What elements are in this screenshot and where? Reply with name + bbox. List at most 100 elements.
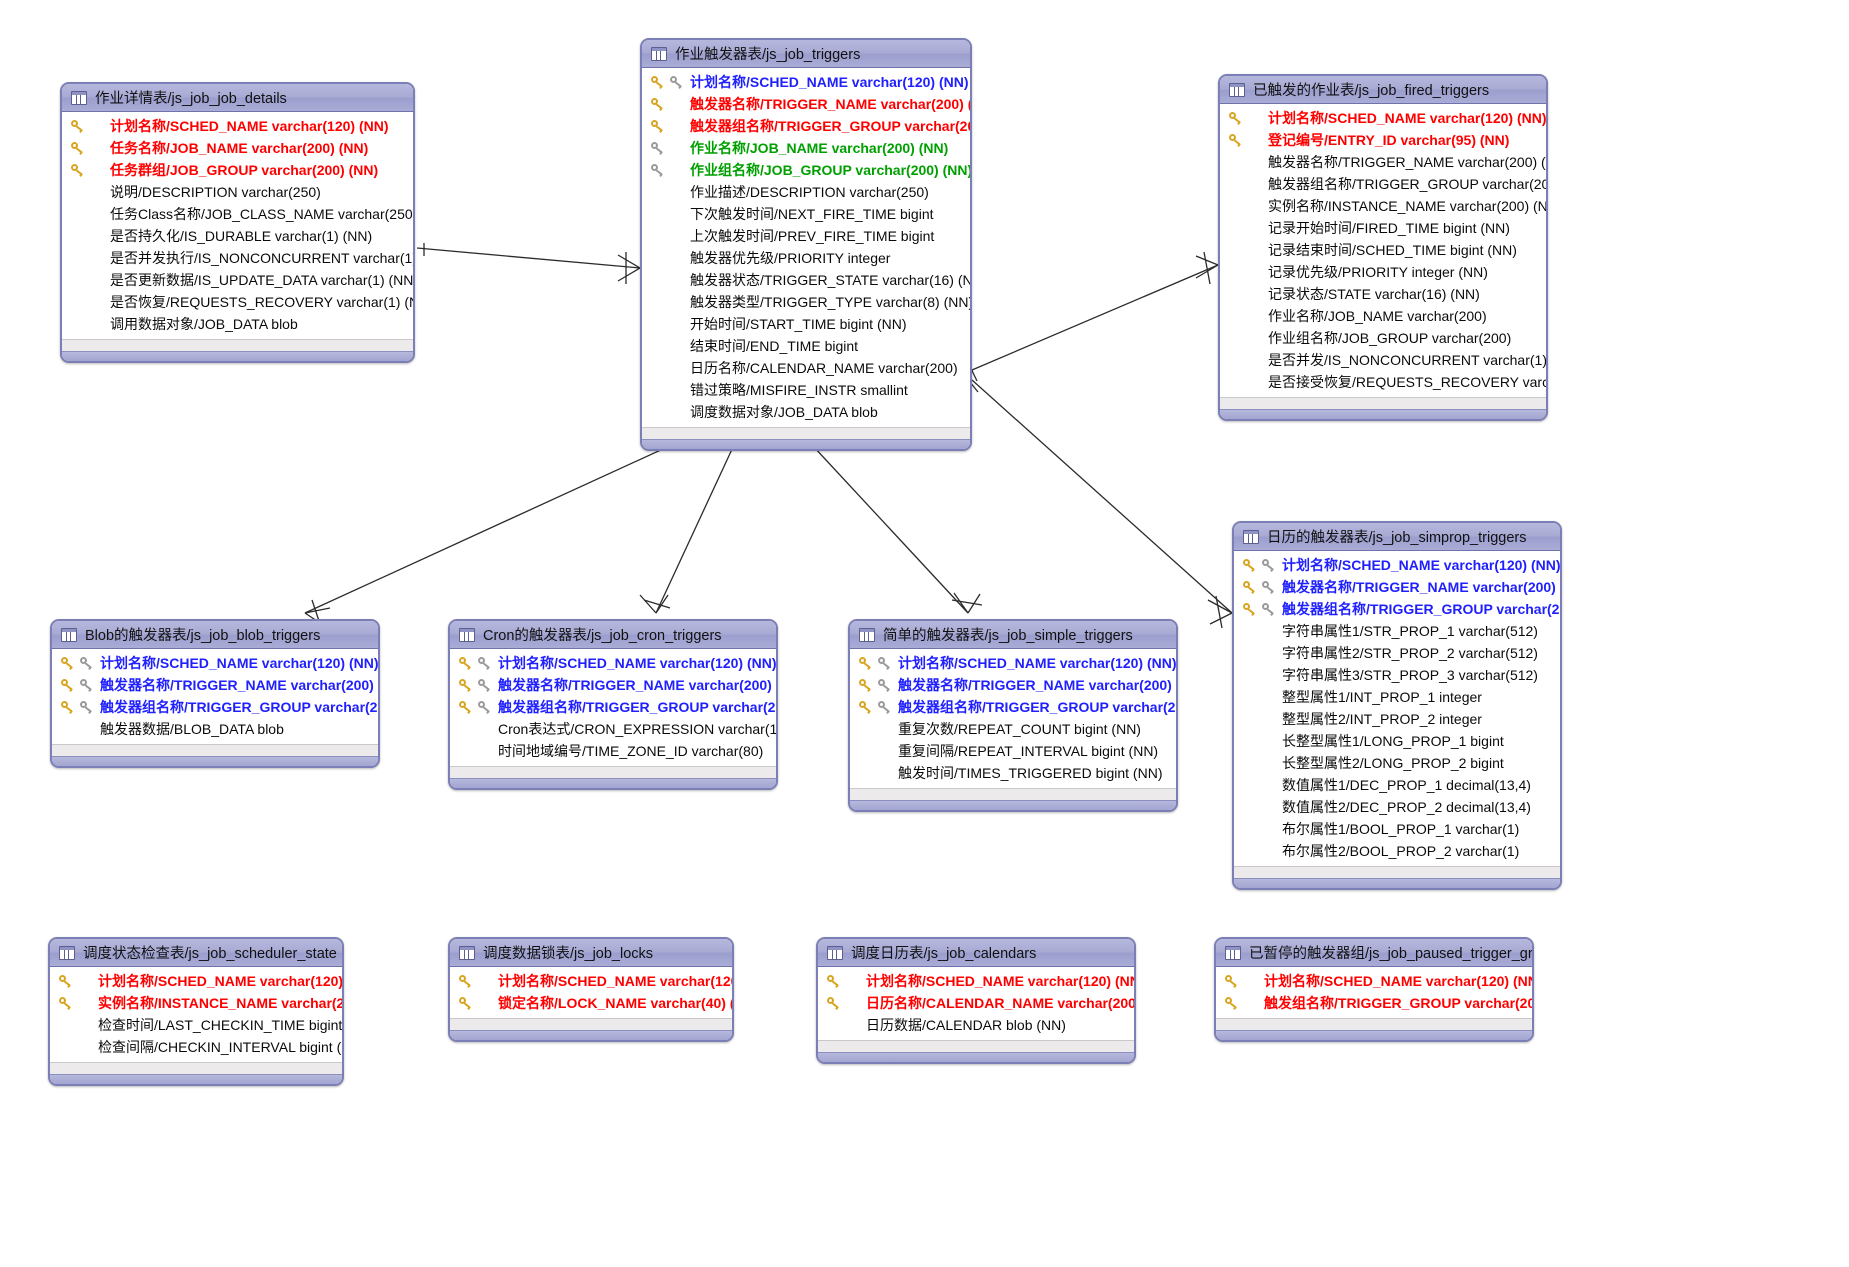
attribute-row[interactable]: 布尔属性2/BOOL_PROP_2 varchar(1): [1234, 840, 1560, 862]
attribute-row[interactable]: 长整型属性2/LONG_PROP_2 bigint: [1234, 752, 1560, 774]
attribute-row[interactable]: 布尔属性1/BOOL_PROP_1 varchar(1): [1234, 818, 1560, 840]
attribute-row[interactable]: 触发器状态/TRIGGER_STATE varchar(16) (NN): [642, 269, 970, 291]
entity-header-blob_triggers[interactable]: Blob的触发器表/js_job_blob_triggers: [52, 621, 378, 649]
attribute-row[interactable]: 触发器名称/TRIGGER_NAME varchar(200) (NN): [850, 674, 1176, 696]
attribute-row[interactable]: 记录结束时间/SCHED_TIME bigint (NN): [1220, 239, 1546, 261]
attribute-row[interactable]: 触发器名称/TRIGGER_NAME varchar(200) (NN): [52, 674, 378, 696]
entity-header-job_details[interactable]: 作业详情表/js_job_job_details: [62, 84, 413, 112]
attribute-row[interactable]: 登记编号/ENTRY_ID varchar(95) (NN): [1220, 129, 1546, 151]
attribute-row[interactable]: 是否恢复/REQUESTS_RECOVERY varchar(1) (NN): [62, 291, 413, 313]
entity-job_details[interactable]: 作业详情表/js_job_job_details 计划名称/SCHED_NAME …: [60, 82, 415, 363]
attribute-row[interactable]: Cron表达式/CRON_EXPRESSION varchar(120) (NN…: [450, 718, 776, 740]
entity-triggers[interactable]: 作业触发器表/js_job_triggers 计划名称/SCHED_NAME va…: [640, 38, 972, 451]
attribute-row[interactable]: 作业名称/JOB_NAME varchar(200) (NN): [642, 137, 970, 159]
attribute-row[interactable]: 计划名称/SCHED_NAME varchar(120) (NN): [818, 970, 1134, 992]
entity-header-fired_triggers[interactable]: 已触发的作业表/js_job_fired_triggers: [1220, 76, 1546, 104]
attribute-row[interactable]: 是否接受恢复/REQUESTS_RECOVERY varchar(1): [1220, 371, 1546, 393]
attribute-row[interactable]: 检查间隔/CHECKIN_INTERVAL bigint (NN): [50, 1036, 342, 1058]
attribute-row[interactable]: 计划名称/SCHED_NAME varchar(120) (NN): [52, 652, 378, 674]
entity-calendars[interactable]: 调度日历表/js_job_calendars 计划名称/SCHED_NAME va…: [816, 937, 1136, 1064]
entity-blob_triggers[interactable]: Blob的触发器表/js_job_blob_triggers 计划名称/SCHED…: [50, 619, 380, 768]
attribute-row[interactable]: 作业组名称/JOB_GROUP varchar(200) (NN): [642, 159, 970, 181]
attribute-row[interactable]: 是否并发/IS_NONCONCURRENT varchar(1): [1220, 349, 1546, 371]
entity-header-paused_trigger_grps[interactable]: 已暂停的触发器组/js_job_paused_trigger_grps: [1216, 939, 1532, 967]
attribute-row[interactable]: 作业组名称/JOB_GROUP varchar(200): [1220, 327, 1546, 349]
attribute-row[interactable]: 触发器名称/TRIGGER_NAME varchar(200) (NN): [1234, 576, 1560, 598]
attribute-row[interactable]: 计划名称/SCHED_NAME varchar(120) (NN): [450, 970, 732, 992]
attribute-row[interactable]: 计划名称/SCHED_NAME varchar(120) (NN): [50, 970, 342, 992]
attribute-row[interactable]: 计划名称/SCHED_NAME varchar(120) (NN): [450, 652, 776, 674]
attribute-row[interactable]: 计划名称/SCHED_NAME varchar(120) (NN): [1216, 970, 1532, 992]
attribute-row[interactable]: 记录开始时间/FIRED_TIME bigint (NN): [1220, 217, 1546, 239]
attribute-row[interactable]: 触发器组名称/TRIGGER_GROUP varchar(200) (NN): [450, 696, 776, 718]
attribute-row[interactable]: 整型属性1/INT_PROP_1 integer: [1234, 686, 1560, 708]
entity-header-scheduler_state[interactable]: 调度状态检查表/js_job_scheduler_state: [50, 939, 342, 967]
attribute-row[interactable]: 数值属性1/DEC_PROP_1 decimal(13,4): [1234, 774, 1560, 796]
attribute-row[interactable]: 触发器名称/TRIGGER_NAME varchar(200) (NN): [642, 93, 970, 115]
attribute-row[interactable]: 触发器组名称/TRIGGER_GROUP varchar(200) (NN): [642, 115, 970, 137]
entity-header-cron_triggers[interactable]: Cron的触发器表/js_job_cron_triggers: [450, 621, 776, 649]
attribute-row[interactable]: 计划名称/SCHED_NAME varchar(120) (NN): [62, 115, 413, 137]
attribute-row[interactable]: 任务名称/JOB_NAME varchar(200) (NN): [62, 137, 413, 159]
attribute-row[interactable]: 字符串属性3/STR_PROP_3 varchar(512): [1234, 664, 1560, 686]
attribute-row[interactable]: 下次触发时间/NEXT_FIRE_TIME bigint: [642, 203, 970, 225]
entity-locks[interactable]: 调度数据锁表/js_job_locks 计划名称/SCHED_NAME varch…: [448, 937, 734, 1042]
entity-header-calendars[interactable]: 调度日历表/js_job_calendars: [818, 939, 1134, 967]
attribute-row[interactable]: 实例名称/INSTANCE_NAME varchar(200) (NN): [1220, 195, 1546, 217]
attribute-row[interactable]: 数值属性2/DEC_PROP_2 decimal(13,4): [1234, 796, 1560, 818]
attribute-row[interactable]: 计划名称/SCHED_NAME varchar(120) (NN): [642, 71, 970, 93]
attribute-row[interactable]: 任务Class名称/JOB_CLASS_NAME varchar(250) (N…: [62, 203, 413, 225]
attribute-row[interactable]: 作业名称/JOB_NAME varchar(200): [1220, 305, 1546, 327]
attribute-row[interactable]: 作业描述/DESCRIPTION varchar(250): [642, 181, 970, 203]
attribute-row[interactable]: 开始时间/START_TIME bigint (NN): [642, 313, 970, 335]
attribute-row[interactable]: 计划名称/SCHED_NAME varchar(120) (NN): [850, 652, 1176, 674]
attribute-row[interactable]: 字符串属性1/STR_PROP_1 varchar(512): [1234, 620, 1560, 642]
entity-fired_triggers[interactable]: 已触发的作业表/js_job_fired_triggers 计划名称/SCHED_…: [1218, 74, 1548, 421]
entity-simprop_triggers[interactable]: 日历的触发器表/js_job_simprop_triggers 计划名称/SCHE…: [1232, 521, 1562, 890]
attribute-row[interactable]: 检查时间/LAST_CHECKIN_TIME bigint (NN): [50, 1014, 342, 1036]
entity-header-locks[interactable]: 调度数据锁表/js_job_locks: [450, 939, 732, 967]
attribute-row[interactable]: 触发器组名称/TRIGGER_GROUP varchar(200) (NN): [850, 696, 1176, 718]
entity-paused_trigger_grps[interactable]: 已暂停的触发器组/js_job_paused_trigger_grps 计划名称/…: [1214, 937, 1534, 1042]
attribute-row[interactable]: 调度数据对象/JOB_DATA blob: [642, 401, 970, 423]
attribute-row[interactable]: 是否并发执行/IS_NONCONCURRENT varchar(1) (NN): [62, 247, 413, 269]
attribute-row[interactable]: 锁定名称/LOCK_NAME varchar(40) (NN): [450, 992, 732, 1014]
attribute-row[interactable]: 触发器类型/TRIGGER_TYPE varchar(8) (NN): [642, 291, 970, 313]
attribute-row[interactable]: 是否持久化/IS_DURABLE varchar(1) (NN): [62, 225, 413, 247]
entity-header-triggers[interactable]: 作业触发器表/js_job_triggers: [642, 40, 970, 68]
attribute-row[interactable]: 触发时间/TIMES_TRIGGERED bigint (NN): [850, 762, 1176, 784]
attribute-row[interactable]: 错过策略/MISFIRE_INSTR smallint: [642, 379, 970, 401]
attribute-row[interactable]: 触发器优先级/PRIORITY integer: [642, 247, 970, 269]
attribute-row[interactable]: 计划名称/SCHED_NAME varchar(120) (NN): [1220, 107, 1546, 129]
attribute-row[interactable]: 日历名称/CALENDAR_NAME varchar(200): [642, 357, 970, 379]
attribute-row[interactable]: 时间地域编号/TIME_ZONE_ID varchar(80): [450, 740, 776, 762]
attribute-row[interactable]: 触发组名称/TRIGGER_GROUP varchar(200) (NN): [1216, 992, 1532, 1014]
attribute-row[interactable]: 上次触发时间/PREV_FIRE_TIME bigint: [642, 225, 970, 247]
entity-header-simple_triggers[interactable]: 简单的触发器表/js_job_simple_triggers: [850, 621, 1176, 649]
attribute-row[interactable]: 触发器数据/BLOB_DATA blob: [52, 718, 378, 740]
attribute-row[interactable]: 触发器名称/TRIGGER_NAME varchar(200) (NN): [1220, 151, 1546, 173]
attribute-row[interactable]: 记录优先级/PRIORITY integer (NN): [1220, 261, 1546, 283]
attribute-row[interactable]: 整型属性2/INT_PROP_2 integer: [1234, 708, 1560, 730]
attribute-row[interactable]: 长整型属性1/LONG_PROP_1 bigint: [1234, 730, 1560, 752]
entity-simple_triggers[interactable]: 简单的触发器表/js_job_simple_triggers 计划名称/SCHED…: [848, 619, 1178, 812]
attribute-row[interactable]: 触发器组名称/TRIGGER_GROUP varchar(200) (NN): [1234, 598, 1560, 620]
entity-cron_triggers[interactable]: Cron的触发器表/js_job_cron_triggers 计划名称/SCHED…: [448, 619, 778, 790]
attribute-row[interactable]: 任务群组/JOB_GROUP varchar(200) (NN): [62, 159, 413, 181]
attribute-row[interactable]: 计划名称/SCHED_NAME varchar(120) (NN): [1234, 554, 1560, 576]
entity-header-simprop_triggers[interactable]: 日历的触发器表/js_job_simprop_triggers: [1234, 523, 1560, 551]
attribute-row[interactable]: 重复间隔/REPEAT_INTERVAL bigint (NN): [850, 740, 1176, 762]
attribute-row[interactable]: 触发器组名称/TRIGGER_GROUP varchar(200) (NN): [1220, 173, 1546, 195]
attribute-row[interactable]: 字符串属性2/STR_PROP_2 varchar(512): [1234, 642, 1560, 664]
attribute-row[interactable]: 日历数据/CALENDAR blob (NN): [818, 1014, 1134, 1036]
attribute-row[interactable]: 结束时间/END_TIME bigint: [642, 335, 970, 357]
attribute-row[interactable]: 触发器名称/TRIGGER_NAME varchar(200) (NN): [450, 674, 776, 696]
attribute-row[interactable]: 实例名称/INSTANCE_NAME varchar(200) (NN): [50, 992, 342, 1014]
entity-scheduler_state[interactable]: 调度状态检查表/js_job_scheduler_state 计划名称/SCHED…: [48, 937, 344, 1086]
attribute-row[interactable]: 记录状态/STATE varchar(16) (NN): [1220, 283, 1546, 305]
attribute-row[interactable]: 说明/DESCRIPTION varchar(250): [62, 181, 413, 203]
attribute-row[interactable]: 触发器组名称/TRIGGER_GROUP varchar(200) (NN): [52, 696, 378, 718]
attribute-row[interactable]: 调用数据对象/JOB_DATA blob: [62, 313, 413, 335]
attribute-row[interactable]: 日历名称/CALENDAR_NAME varchar(200) (NN): [818, 992, 1134, 1014]
attribute-row[interactable]: 重复次数/REPEAT_COUNT bigint (NN): [850, 718, 1176, 740]
